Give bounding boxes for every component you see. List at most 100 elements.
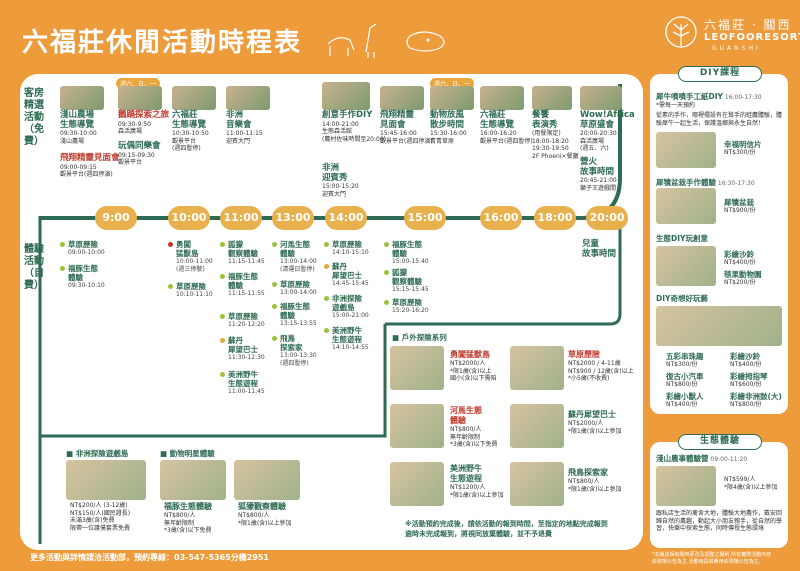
time-node-1100: 11:00 [220, 206, 262, 230]
photo-hippo [390, 404, 444, 448]
booking-note: ※活動預約完成後，請依活動的報到時間，至指定的地點完成報到 逾時未完成報到，將視… [405, 520, 608, 538]
time-node-1000: 10:00 [168, 206, 210, 230]
photo-capybara [160, 460, 226, 500]
time-node-0900: 9:00 [95, 206, 137, 230]
guest-card: 兒童 故事時間 [582, 239, 617, 259]
disclaimer: *本飯店保有隨時更改及調整之權利,所有實際活動內容 依現場公告為主,活動時段與費… [652, 552, 772, 565]
photo-planter [656, 188, 716, 224]
time-node-1600: 16:00 [480, 206, 522, 230]
logo-cn: 六福莊 · 關西 [704, 18, 792, 32]
guest-section-label: 客房精選活動（免費） [24, 88, 44, 147]
zebra-giraffe-decoration [327, 23, 445, 58]
schedule-panel: 客房精選活動（免費） 體驗活動（自費） 9:00 10:00 11:00 13:… [20, 74, 643, 550]
photo-lion [390, 346, 444, 390]
photo-farm [656, 466, 716, 506]
diy-item: 彩繪非洲鼓(大)NT$800/份 [730, 392, 782, 408]
eco-desc: 跟私店生活的禽舍大地，體驗大地農作，戴安回歸自然的農趣，動起大小朋友親手，從自然… [656, 510, 783, 532]
photo-parrot [510, 462, 564, 506]
time-node-1500: 15:00 [404, 206, 446, 230]
photo-playground [66, 460, 146, 500]
page-title: 六福莊休閒活動時程表 [22, 28, 303, 58]
eco-item: 淺山農事體驗營 09:00-11:20 [656, 454, 748, 463]
photo-van [510, 346, 564, 390]
photo-bison [390, 462, 444, 506]
weekend-tag-2: 週六、日、一 [430, 78, 475, 89]
logo-en: LEOFOORESORT [704, 32, 800, 43]
footer-contact: 更多活動與詳情請洽活動部，預約專線：03-547-5365分機2951 [30, 553, 270, 562]
photo-diy-craft [656, 246, 716, 286]
weekend-tag: 週六、日、一 [116, 78, 161, 89]
diy-item: 生態DIY玩創意 [656, 234, 708, 243]
diy-item: 犀犢盆栽手作體驗 16:30-17:30 [656, 178, 755, 187]
star-title: 動物明星體驗 [160, 448, 215, 459]
eco-title: 生態體驗 [678, 434, 762, 450]
photo-meerkat [234, 460, 300, 500]
photo-postcard [656, 132, 716, 168]
diy-desc: 從素的手作，哪裡擺設有在幫手的蛙鷹體驗，體驗犀牛一起生活，保護溫鄉與永生自然！ [656, 112, 783, 127]
time-node-1400: 14:00 [325, 206, 367, 230]
outdoor-title: 戶外探險系列 [392, 332, 447, 343]
africa-title: 非洲探險遊戲島 [66, 448, 129, 459]
eco-price: NT$599/人*限4歲(含)以上參加 [724, 476, 778, 491]
photo-bus [510, 404, 564, 448]
time-node-1300: 13:00 [272, 206, 314, 230]
eco-box: 生態體驗 淺山農事體驗營 09:00-11:20 NT$599/人*限4歲(含)… [650, 434, 788, 548]
time-node-2000: 20:00 [586, 206, 628, 230]
time-node-1800: 18:00 [534, 206, 576, 230]
photo-kids-craft [656, 306, 782, 346]
logo-en2: GUANSHI [712, 45, 761, 52]
exp-section-label: 體驗活動（自費） [24, 244, 44, 291]
diy-item: 犀牛噴噴手工紙DIY 16:00-17:30*需每一天預約 [656, 92, 762, 109]
diy-title: DIY課程 [678, 66, 762, 82]
diy-item: DIY奇想好玩藝 [656, 294, 708, 303]
tree-logo-icon [665, 16, 697, 48]
